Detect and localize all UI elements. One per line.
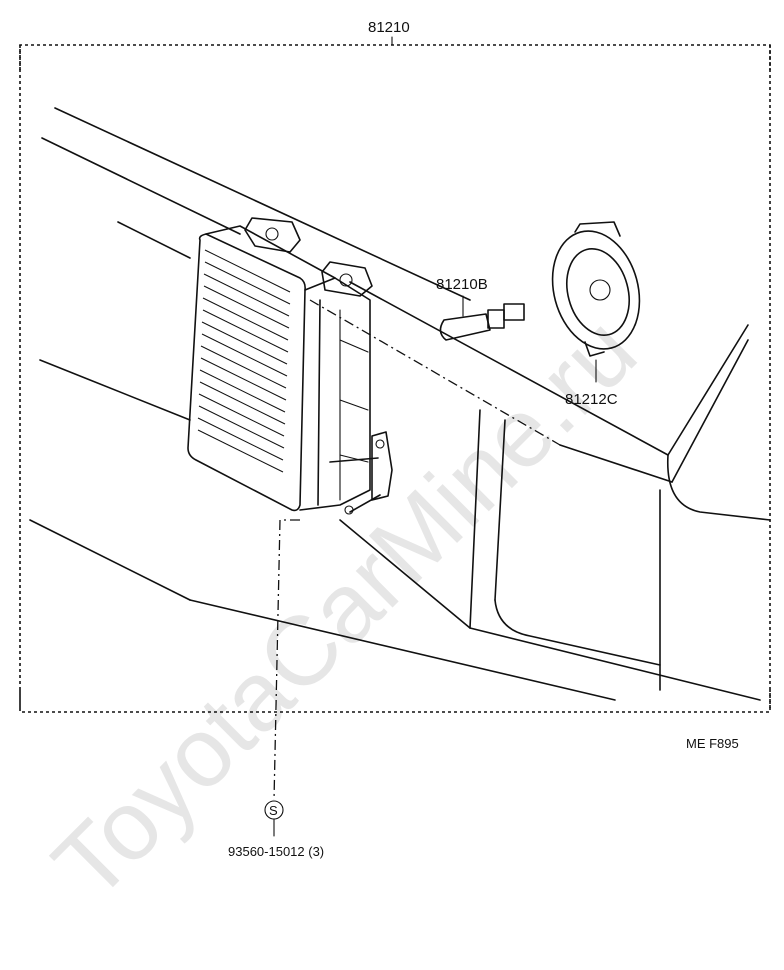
- socket-cover-part-label: 81212C: [565, 391, 618, 408]
- socket-cover-81212c: [551, 221, 641, 383]
- figure-code-label: ME F895: [686, 736, 739, 751]
- fog-lamp-body: [187, 225, 371, 512]
- assembly-part-label: 81210: [368, 19, 410, 36]
- screw-symbol: S: [269, 803, 278, 818]
- lamp-lens: [197, 249, 291, 473]
- bulb-part-label: 81210B: [436, 276, 488, 293]
- leader-lines: [273, 299, 561, 801]
- watermark-text: ToyotaCarMine.ru: [32, 295, 657, 920]
- mounting-bracket-top: [244, 217, 373, 297]
- adjusting-screw: [329, 431, 393, 515]
- screw-part-label: 93560-15012 (3): [228, 844, 324, 859]
- screw-callout: S: [264, 800, 284, 837]
- assembly-boundary: [19, 36, 771, 713]
- bumper-outline: [29, 107, 771, 701]
- bulb-81210b: [439, 295, 525, 341]
